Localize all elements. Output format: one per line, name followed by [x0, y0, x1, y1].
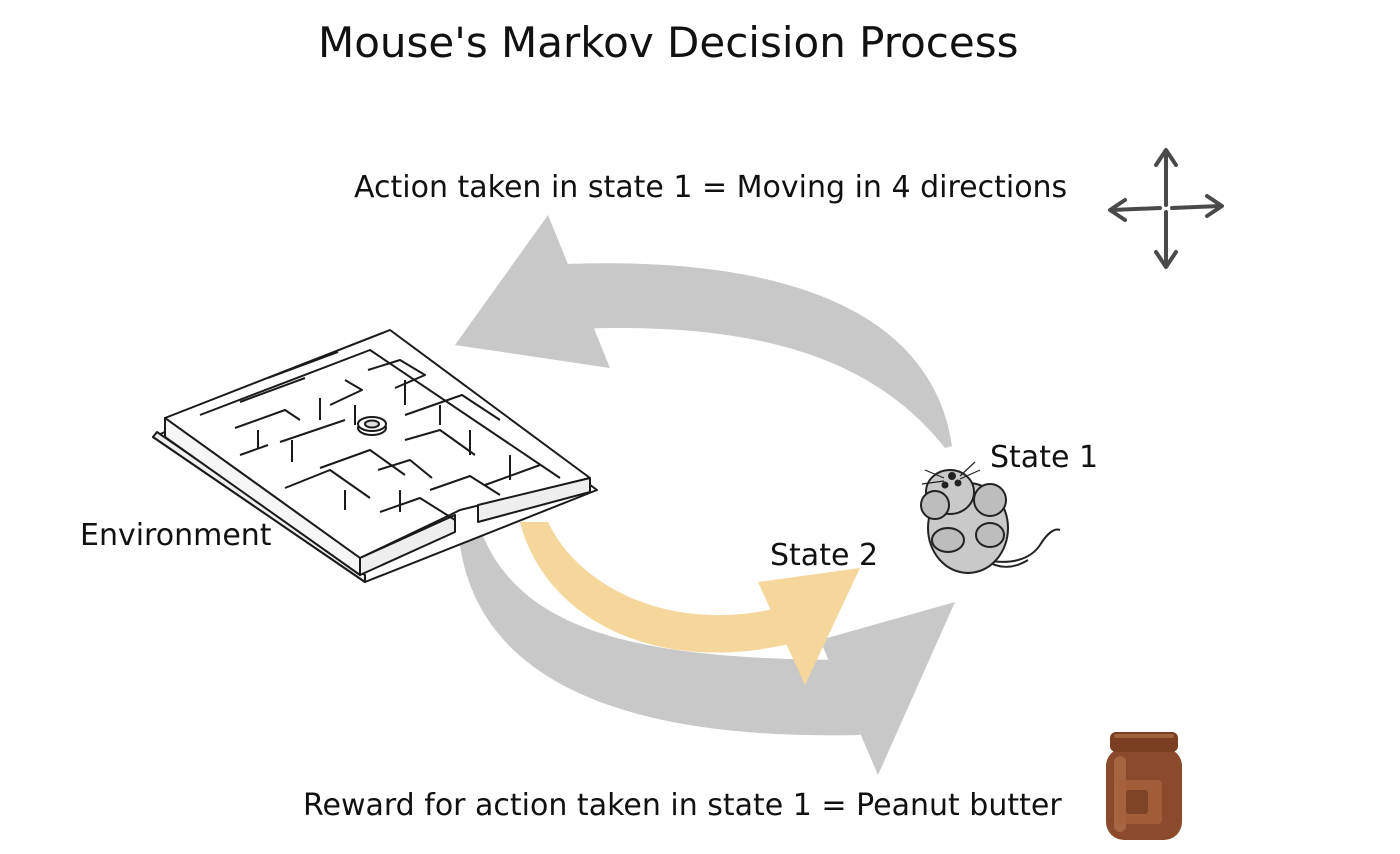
- maze-environment: [152, 329, 598, 583]
- peanut-butter-jar-icon: [1106, 732, 1182, 840]
- reward-label: Reward for action taken in state 1 = Pea…: [303, 788, 1062, 823]
- state1-label: State 1: [990, 440, 1099, 475]
- mouse-icon: [920, 461, 1061, 574]
- action-label: Action taken in state 1 = Moving in 4 di…: [354, 170, 1068, 205]
- state-transition-arrow: [520, 522, 860, 685]
- action-arrow: [455, 215, 952, 448]
- environment-label: Environment: [80, 518, 272, 553]
- state2-label: State 2: [770, 538, 879, 573]
- diagram-title: Mouse's Markov Decision Process: [318, 18, 1019, 67]
- reward-arrow: [458, 528, 955, 775]
- four-direction-arrows-icon: [1108, 148, 1224, 269]
